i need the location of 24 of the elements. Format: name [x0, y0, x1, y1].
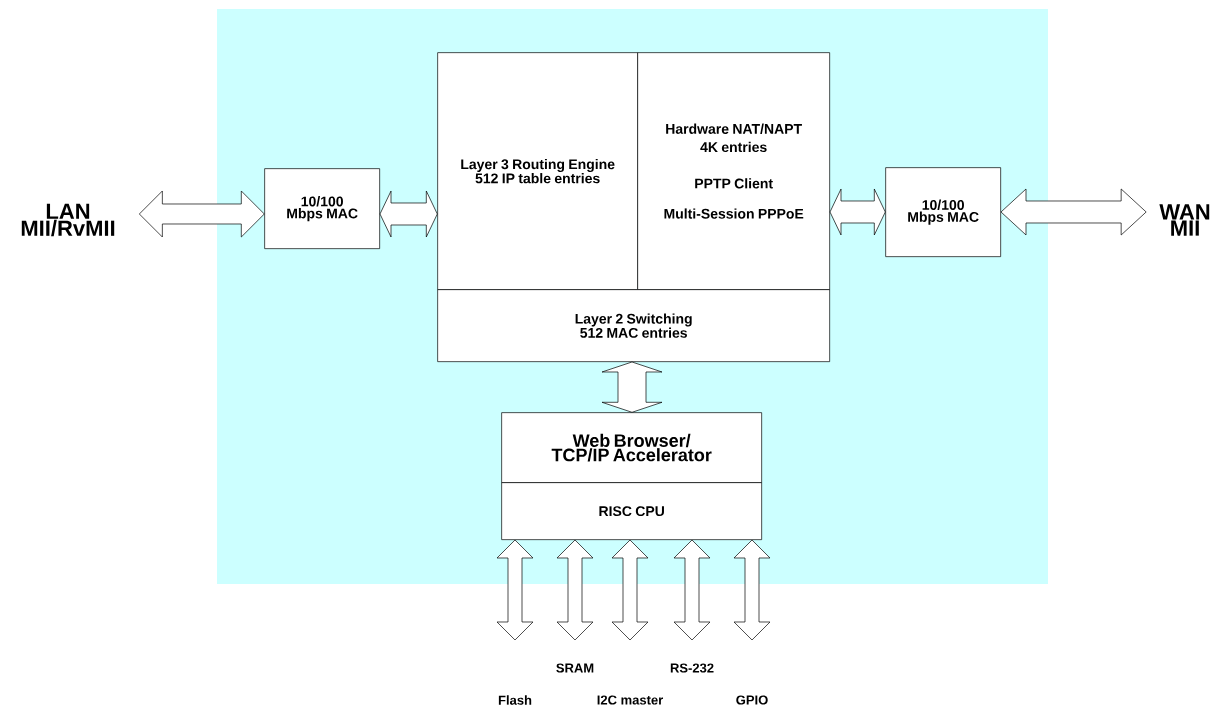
- block-box: Layer 2 Switching 512 MAC entries: [437, 289, 830, 362]
- block-arrow: [601, 361, 663, 413]
- block-arrow: [611, 539, 649, 641]
- block-arrow: [496, 539, 534, 641]
- block-arrow: [556, 539, 594, 641]
- block-arrow: [139, 190, 265, 238]
- block-box: RISC CPU: [501, 482, 762, 540]
- block-box: Layer 3 Routing Engine 512 IP table entries: [437, 52, 638, 290]
- block-arrow: [673, 539, 711, 641]
- block-box: Hardware NAT/NAPT 4K entries PPTP Client Multi-Session PPPoE: [637, 52, 830, 290]
- block-arrow: [829, 188, 886, 236]
- block-arrow: [1000, 188, 1147, 236]
- block-box: Web Browser/ TCP/IP Accelerator: [501, 412, 762, 483]
- block-arrow: [733, 539, 771, 641]
- interface-label: SRAM: [556, 663, 594, 673]
- interface-label: GPIO: [736, 695, 768, 705]
- block-box: 10/100 Mbps MAC: [264, 168, 380, 249]
- block-box: 10/100 Mbps MAC: [885, 167, 1001, 257]
- block-arrow: [379, 190, 438, 238]
- port-label: WAN MII: [1159, 204, 1210, 236]
- interface-label: I2C master: [597, 695, 664, 705]
- port-label: LAN MII/RvMII: [21, 203, 115, 237]
- interface-label: Flash: [498, 695, 532, 705]
- interface-label: RS-232: [670, 663, 714, 673]
